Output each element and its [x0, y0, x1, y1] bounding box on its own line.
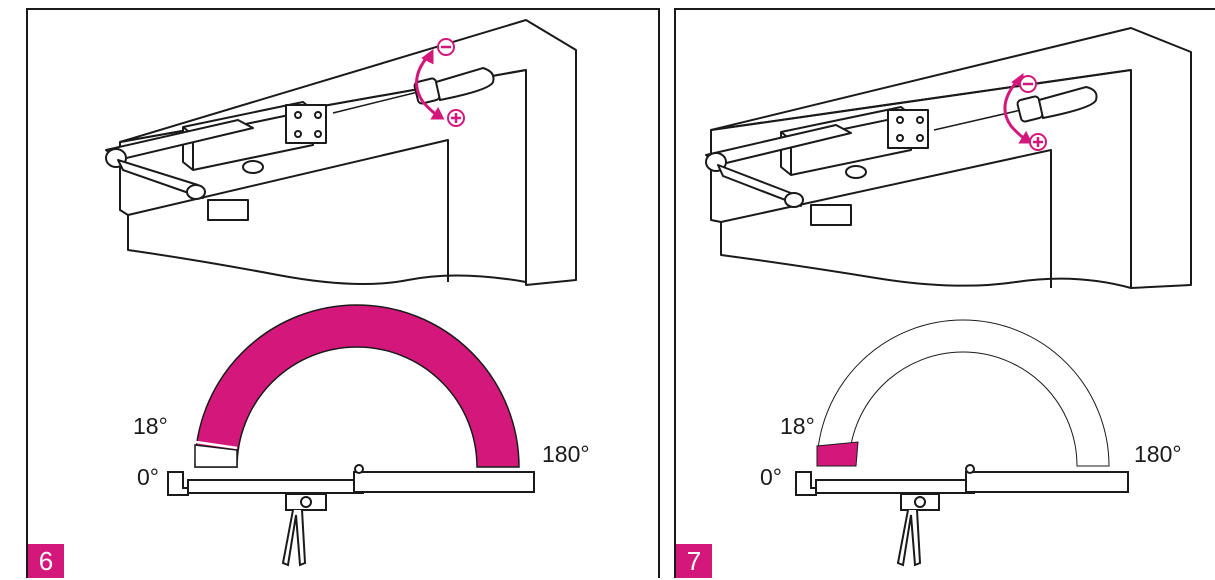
rotate-arrow-icon: [415, 49, 445, 120]
step-panel-6: 18° 0° 180° 6: [26, 8, 660, 578]
installation-illustration: [105, 19, 577, 567]
installation-illustration: [705, 27, 1192, 567]
latch-segment-highlight: [816, 441, 859, 467]
angle-min-label: 0°: [137, 464, 159, 490]
angle-close-label: 18°: [780, 413, 815, 439]
angle-min-label: 0°: [760, 464, 782, 490]
step-number-badge: 7: [676, 544, 712, 578]
angle-max-label: 180°: [1134, 441, 1182, 467]
angle-close-label: 18°: [133, 413, 168, 439]
door-plan-view: [167, 464, 535, 567]
angle-max-label: 180°: [542, 441, 590, 467]
speed-arc: [194, 304, 520, 468]
speed-arc: [816, 319, 1110, 467]
door-plan-view: [795, 464, 1129, 567]
step-panel-7: 18° 0° 180° 7: [674, 8, 1215, 578]
rotate-arrow-icon: [1003, 73, 1033, 144]
step-number-badge: 6: [28, 544, 64, 578]
